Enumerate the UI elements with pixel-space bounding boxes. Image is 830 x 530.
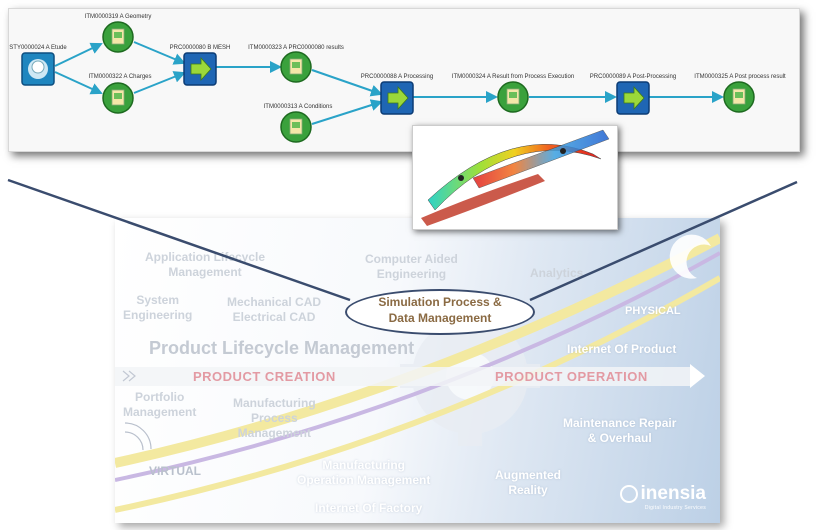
- node-label-conditions: ITM0000313 A Conditions: [263, 104, 333, 110]
- term-cad: Mechanical CAD Electrical CAD: [227, 295, 322, 324]
- term-physical: PHYSICAL: [625, 305, 681, 317]
- logo-mark-icon: [619, 485, 638, 503]
- process-node-post-processing[interactable]: [616, 81, 650, 115]
- term-internet-of-factory: Internet Of Factory: [315, 501, 423, 515]
- process-node-mesh[interactable]: [183, 52, 217, 86]
- fe-result-image: [412, 125, 618, 230]
- node-label-post-processing: PRC0000089 A Post-Processing: [589, 74, 677, 80]
- node-label-processing: PRC0000088 A Processing: [360, 74, 434, 80]
- inensia-logo: inensia Digital Industry Services: [619, 483, 706, 511]
- term-portfolio: Portfolio Management: [123, 390, 197, 419]
- spdm-highlight[interactable]: Simulation Process & Data Management: [345, 289, 535, 335]
- node-label-mesh-results: ITM0000323 A PRC0000080 results: [248, 45, 344, 51]
- term-alm: Application Lifecycle Management: [145, 250, 266, 279]
- term-augmented-reality: Augmented Reality: [495, 468, 561, 497]
- spdm-line2: Data Management: [388, 311, 492, 325]
- term-analytics: Analytics: [530, 266, 584, 280]
- item-node-process-result[interactable]: [497, 81, 529, 113]
- item-node-mesh-results[interactable]: [280, 51, 312, 83]
- node-label-geometry: ITM0000319 A Geometry: [84, 14, 152, 20]
- term-internet-of-product: Internet Of Product: [567, 342, 677, 356]
- item-node-charges[interactable]: [102, 82, 134, 114]
- node-label-study: STY0000024 A Etude: [9, 45, 67, 51]
- edge-study-geometry: [54, 42, 103, 67]
- spdm-line1: Simulation Process &: [378, 295, 502, 309]
- item-node-geometry[interactable]: [102, 21, 134, 53]
- item-node-post-result[interactable]: [723, 81, 755, 113]
- edge-charges-mesh: [133, 71, 186, 94]
- edge-study-charges: [54, 71, 103, 95]
- node-label-process-result: ITM0000324 A Result from Process Executi…: [451, 74, 575, 80]
- term-mom: Manufacturing Operation Management: [297, 458, 431, 487]
- workflow-edges: [54, 41, 724, 125]
- process-node-processing[interactable]: [380, 81, 414, 115]
- node-label-mesh: PRC0000080 B MESH: [169, 45, 231, 51]
- label-product-operation: PRODUCT OPERATION: [495, 369, 648, 384]
- plm-landscape: Application Lifecycle Management Compute…: [115, 218, 720, 523]
- node-label-charges: ITM0000322 A Charges: [88, 74, 152, 80]
- logo-name: inensia: [640, 483, 706, 504]
- term-system-engineering: System Engineering: [123, 293, 193, 322]
- edge-geometry-mesh: [133, 41, 186, 65]
- label-product-creation: PRODUCT CREATION: [193, 369, 336, 384]
- edge-conditions-processing: [311, 99, 383, 125]
- term-cae: Computer Aided Engineering: [365, 252, 458, 281]
- study-node[interactable]: [21, 52, 55, 86]
- logo-tagline: Digital Industry Services: [644, 505, 706, 511]
- term-plm: Product Lifecycle Management: [149, 338, 415, 358]
- edge-results-processing: [311, 69, 383, 97]
- fe-beam-picture: [421, 129, 610, 226]
- node-label-post-result: ITM0000325 A Post process result: [694, 74, 786, 80]
- term-virtual: VIRTUAL: [149, 464, 201, 478]
- term-mpm: Manufacturing Process Management: [233, 396, 316, 440]
- term-mro: Maintenance Repair & Overhaul: [563, 416, 677, 445]
- workflow-panel: [8, 8, 800, 152]
- item-node-conditions[interactable]: [280, 111, 312, 143]
